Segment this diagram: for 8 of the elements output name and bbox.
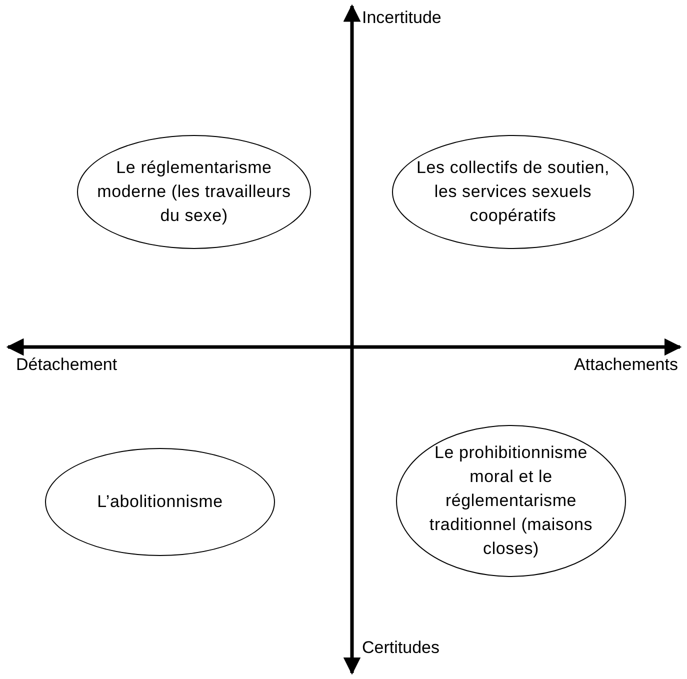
quadrant-label: Le réglementarisme moderne (les travailleurs du sexe) bbox=[96, 157, 292, 227]
quadrant-label: Le prohibitionnisme moral et le réglementarisme traditionnel (maisons closes) bbox=[428, 442, 594, 560]
quadrant-label: Les collectifs de soutien, les services sexuels coopératifs bbox=[415, 157, 610, 227]
axis-label: Certitudes bbox=[362, 638, 440, 658]
axis-label: Incertitude bbox=[362, 8, 442, 28]
axis-label: Détachement bbox=[16, 355, 118, 375]
axis-label: Attachements bbox=[574, 355, 678, 375]
quadrant-label: L’abolitionnisme bbox=[97, 491, 223, 513]
